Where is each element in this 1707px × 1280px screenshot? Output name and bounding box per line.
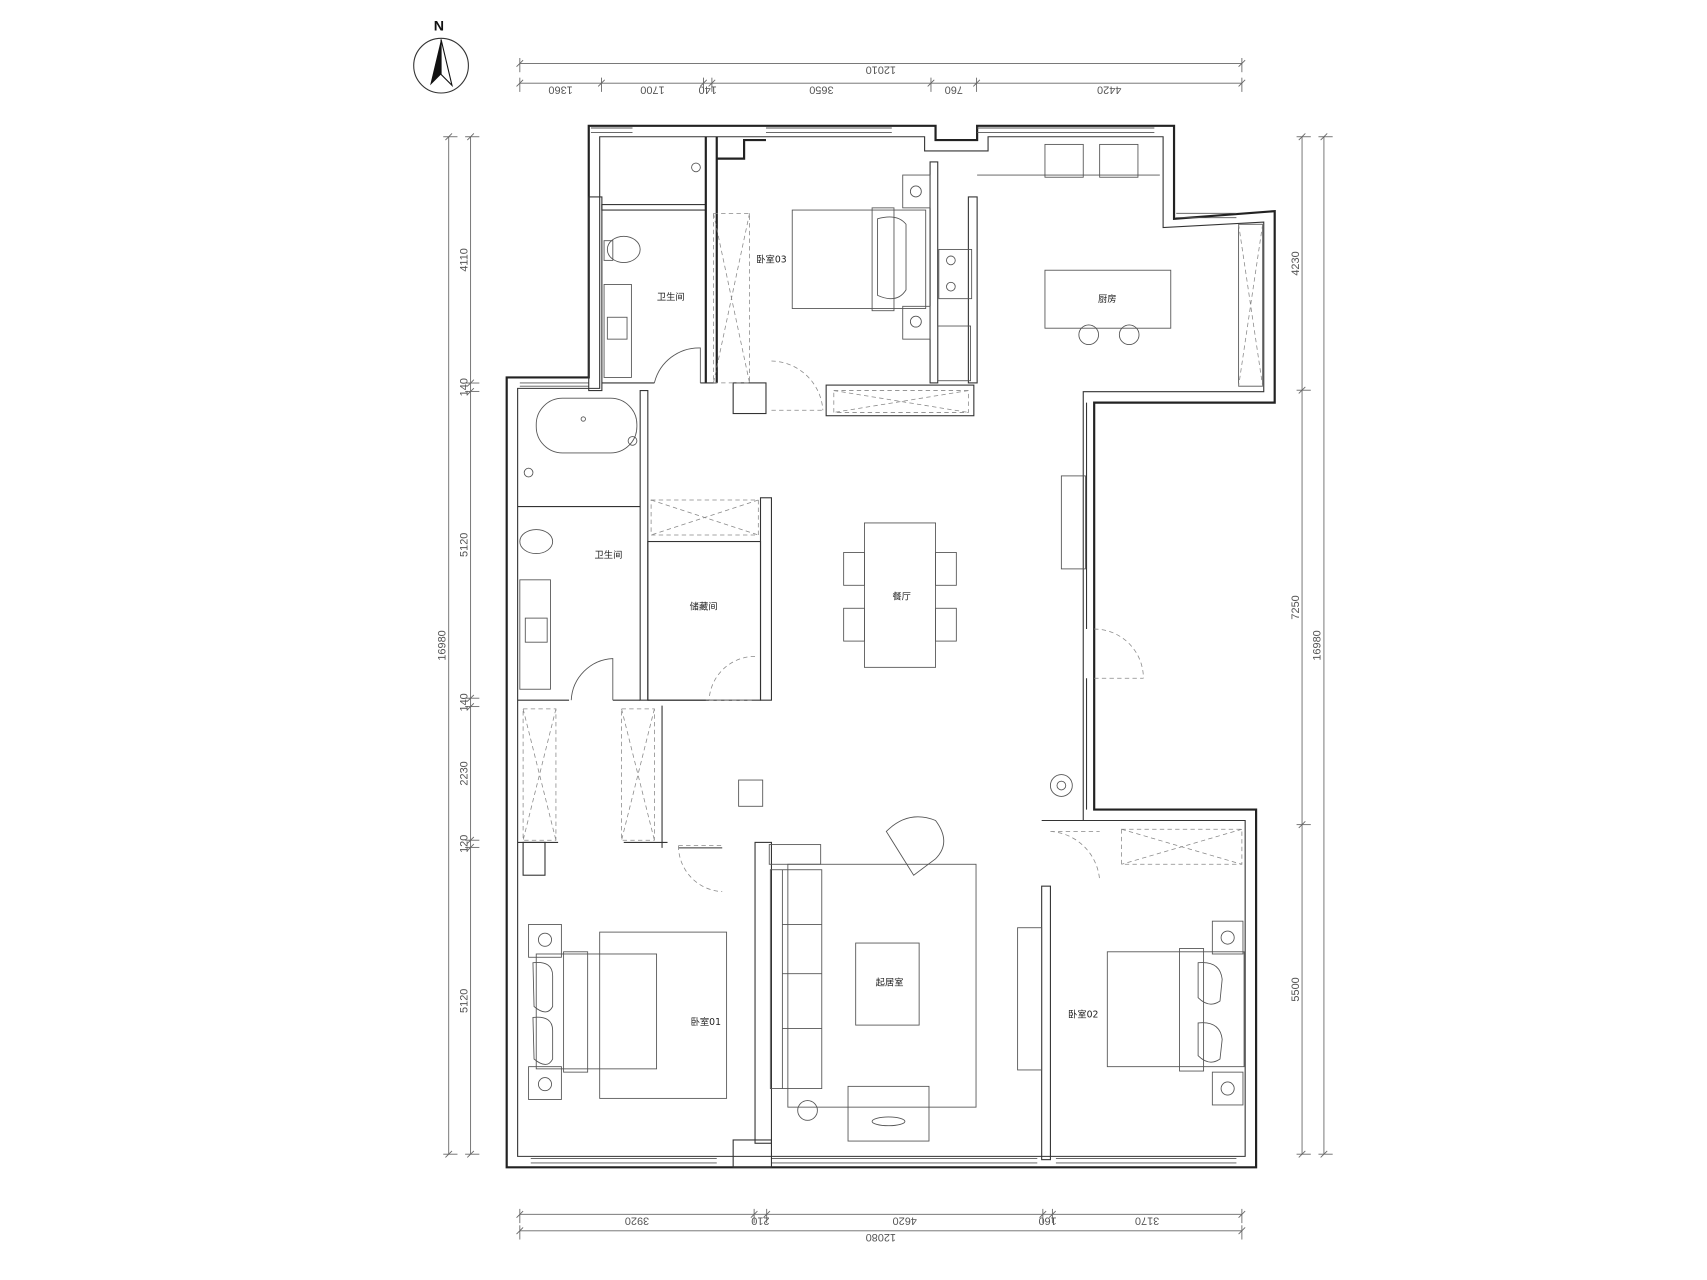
column	[738, 779, 764, 807]
interior-walls	[517, 136, 1095, 1168]
dimension-label: 4420	[1097, 83, 1121, 95]
exterior-walls	[505, 124, 1276, 1169]
vanity	[519, 579, 551, 690]
dimension-label: 3920	[625, 1215, 649, 1227]
dimension-label: 4230	[1290, 251, 1302, 275]
rug	[787, 863, 977, 1108]
dimension-label: 160	[1038, 1215, 1056, 1227]
north-label: N	[434, 19, 444, 35]
floor-lamp-icon	[797, 1100, 818, 1121]
dining-table	[864, 522, 936, 668]
living-room: 起居室	[768, 816, 977, 1142]
dimension-label: 4620	[893, 1215, 917, 1227]
wardrobes	[522, 212, 1264, 1071]
stove-icon	[938, 248, 973, 300]
dimension-label: 4110	[458, 248, 470, 272]
dimension-label: 1360	[548, 83, 572, 95]
room-label-kitchen: 厨房	[1098, 293, 1117, 305]
north-compass: N	[413, 19, 469, 94]
sofa	[769, 869, 823, 1089]
toilet-icon	[606, 235, 641, 264]
coffee-table	[855, 942, 920, 1026]
armchair	[885, 816, 945, 876]
room-label-bedroom-01: 卧室01	[691, 1016, 721, 1028]
dimension-label: 16980	[436, 630, 448, 660]
bed	[1106, 951, 1245, 1068]
bedroom-03: 卧室03	[756, 174, 931, 340]
bathroom-west: 卫生间	[519, 397, 638, 690]
shower-icon	[523, 467, 534, 478]
bathtub-icon	[535, 397, 638, 454]
dimension-label: 140	[458, 693, 470, 711]
fridge	[937, 325, 971, 382]
bedroom-02: 卧室02	[1068, 920, 1245, 1106]
toilet-icon	[519, 529, 554, 555]
room-label-living: 起居室	[876, 977, 904, 989]
dimension-label: 760	[945, 83, 963, 95]
dimension-label: 3170	[1135, 1215, 1159, 1227]
dimension-label: 16980	[1312, 630, 1324, 660]
dimension-label: 140	[699, 83, 717, 95]
room-label-bedroom-02: 卧室02	[1068, 1008, 1098, 1020]
dimension-label: 5500	[1290, 977, 1302, 1001]
sink-icon	[524, 617, 548, 643]
north-arrow-icon	[430, 39, 442, 86]
kitchen: 厨房	[937, 143, 1172, 382]
tv-cabinet	[847, 1085, 930, 1142]
windows	[519, 127, 1237, 1164]
bed	[791, 209, 927, 309]
dimension-label: 1700	[640, 83, 664, 95]
dining-area: 餐厅	[738, 475, 1086, 807]
room-label-bathroom-north: 卫生间	[657, 291, 685, 303]
room-label-dining: 餐厅	[892, 591, 911, 603]
rug	[599, 931, 728, 1099]
room-label-bedroom-03: 卧室03	[756, 254, 786, 266]
doors	[570, 347, 1144, 893]
dimension-lines: 12010 1360 1700 140 3650 760 4420 12080 3920 210 4…	[436, 57, 1333, 1243]
dimension-label: 5120	[458, 989, 470, 1013]
sink-icon	[606, 316, 628, 340]
kitchen-sink-icon	[1044, 143, 1084, 178]
bed	[535, 953, 658, 1070]
sideboard	[1060, 475, 1086, 570]
floor-drain-icon	[1049, 774, 1073, 797]
dimension-label: 7250	[1290, 595, 1302, 619]
dimension-label: 120	[458, 835, 470, 853]
dimension-label: 210	[751, 1215, 769, 1227]
kitchen-island	[1044, 269, 1172, 329]
room-label-storage: 储藏间	[690, 600, 718, 612]
bathroom-north: 卫生间	[603, 162, 701, 378]
dimension-label: 3650	[809, 83, 833, 95]
shower-icon	[691, 162, 701, 173]
dimension-label: 5120	[458, 533, 470, 557]
vanity	[603, 284, 632, 378]
dimension-label: 140	[458, 378, 470, 396]
bedroom-01: 卧室01	[528, 924, 728, 1100]
compass-circle	[413, 37, 469, 94]
dimension-label: 2230	[458, 761, 470, 785]
room-label-bathroom-west: 卫生间	[595, 549, 623, 561]
dimension-label: 12080	[866, 1231, 896, 1243]
dimension-label: 12010	[866, 64, 896, 76]
